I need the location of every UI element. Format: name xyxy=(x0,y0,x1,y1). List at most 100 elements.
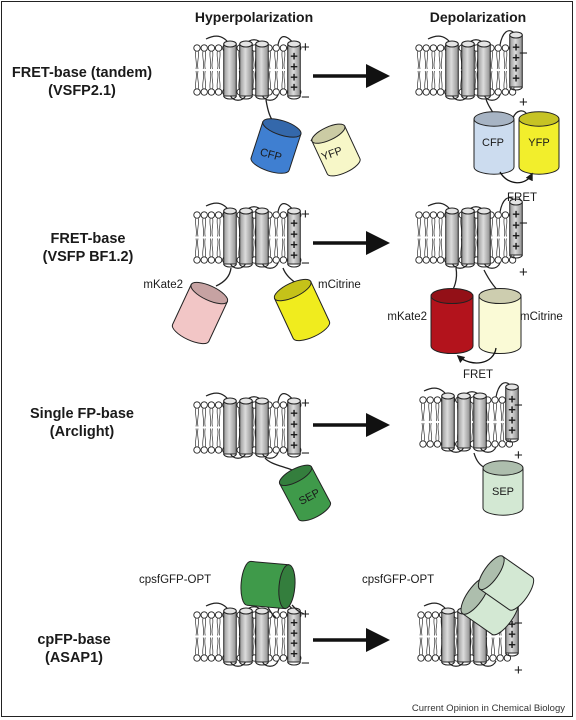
lipid-head xyxy=(272,44,280,52)
fret-label: FRET xyxy=(507,192,537,204)
lipid-tail xyxy=(276,50,279,70)
lipid-tail xyxy=(421,637,423,656)
lipid-tail xyxy=(276,70,279,90)
helix-base xyxy=(505,438,519,443)
lipid-tail xyxy=(440,238,443,258)
lipid-tail xyxy=(197,407,199,427)
helix-s4: ++++ xyxy=(287,40,301,100)
helix-cap xyxy=(223,40,237,48)
lipid-head xyxy=(207,611,216,619)
outside-plus-sign: + xyxy=(301,606,310,623)
voltage-sensing-domain: +++++− xyxy=(193,35,310,106)
lipid-tail xyxy=(283,217,286,237)
fp-label-mcitrine: mCitrine xyxy=(520,311,563,323)
lipid-tail xyxy=(281,407,284,427)
lipid-tail xyxy=(204,50,207,70)
gating-charge: + xyxy=(290,216,298,231)
lipid-tail xyxy=(252,238,255,258)
lipid-tail xyxy=(498,217,501,237)
lipid-tail xyxy=(202,428,204,448)
row-subtitle: (ASAP1) xyxy=(45,650,103,666)
loop xyxy=(423,387,446,394)
lipid-tail xyxy=(503,70,506,90)
barrel-top xyxy=(273,278,312,302)
lipid-head xyxy=(431,611,440,619)
lipid-head xyxy=(279,211,288,219)
lipid-tail xyxy=(438,238,441,258)
lipid-tail xyxy=(216,238,219,258)
lipid-tail xyxy=(426,238,429,258)
lipid-tail xyxy=(211,617,214,636)
voltage-sensing-domain: ++++−+ xyxy=(415,197,528,281)
helix-s4: ++++ xyxy=(505,383,519,443)
helix-base xyxy=(223,661,237,666)
lipid-head xyxy=(429,256,438,264)
lipid-head xyxy=(207,446,216,454)
lipid-head xyxy=(200,401,208,409)
lipid-tail xyxy=(417,217,419,237)
lipid-head xyxy=(415,44,423,52)
fp-label-mcitrine: mCitrine xyxy=(318,279,361,291)
helix-base xyxy=(223,263,237,268)
lipid-tail xyxy=(269,217,271,237)
mcitrine-barrel xyxy=(273,278,331,342)
lipid-head xyxy=(214,44,223,52)
outside-minus-sign: − xyxy=(519,45,528,62)
lipid-tail xyxy=(491,238,493,258)
inside-minus-sign: − xyxy=(301,655,310,672)
lipid-tail xyxy=(252,217,255,237)
helix-s4: ++++ xyxy=(287,207,301,268)
lipid-tail xyxy=(211,217,214,237)
helix-body xyxy=(441,610,455,663)
gating-charge: + xyxy=(512,217,520,232)
lipid-tail xyxy=(283,238,286,258)
helix-cap xyxy=(255,207,269,215)
loop xyxy=(447,446,465,453)
lipid-tail xyxy=(496,238,498,258)
helix-base xyxy=(445,263,459,268)
lipid-head xyxy=(415,88,423,96)
lipid-head xyxy=(422,88,430,96)
lipid-tail xyxy=(274,70,276,90)
lipid-head xyxy=(417,654,425,662)
lipid-head xyxy=(501,44,510,52)
lipid-tail xyxy=(274,217,276,237)
helix-cap xyxy=(223,207,237,215)
lipid-tail xyxy=(209,217,212,237)
lipid-tail xyxy=(202,617,204,636)
lipid-head xyxy=(429,211,438,219)
lipid-head xyxy=(272,88,280,96)
gating-charge: + xyxy=(290,406,298,421)
lipid-head xyxy=(272,401,280,409)
loop xyxy=(483,94,501,101)
lipid-tail xyxy=(505,50,508,70)
gating-charge: + xyxy=(290,625,298,640)
lipid-tail xyxy=(209,50,212,70)
helix-base xyxy=(255,453,269,458)
lipid-tail xyxy=(209,70,212,90)
lipid-head xyxy=(415,256,423,264)
barrel-top xyxy=(278,464,313,487)
lipid-tail xyxy=(491,637,493,656)
lipid-tail xyxy=(197,217,199,237)
inside-plus-sign: + xyxy=(514,662,523,679)
mkate2-barrel xyxy=(430,287,474,355)
lipid-tail xyxy=(474,70,477,90)
outside-minus-sign: − xyxy=(514,615,523,632)
helix-base xyxy=(287,263,301,268)
lipid-tail xyxy=(281,217,284,237)
lipid-tail xyxy=(276,407,279,427)
lipid-head xyxy=(214,446,223,454)
lipid-head xyxy=(279,44,288,52)
lipid-head xyxy=(419,440,427,448)
header-hyperpolarization: Hyperpolarization xyxy=(195,9,313,25)
lipid-tail xyxy=(431,70,434,90)
lipid-tail xyxy=(202,637,204,656)
helix-base xyxy=(477,263,491,268)
lipid-tail xyxy=(503,217,506,237)
lipid-head xyxy=(508,256,517,264)
lipid-tail xyxy=(216,637,219,656)
lipid-tail xyxy=(283,70,286,90)
lipid-tail xyxy=(433,637,436,656)
lipid-tail xyxy=(269,428,271,448)
